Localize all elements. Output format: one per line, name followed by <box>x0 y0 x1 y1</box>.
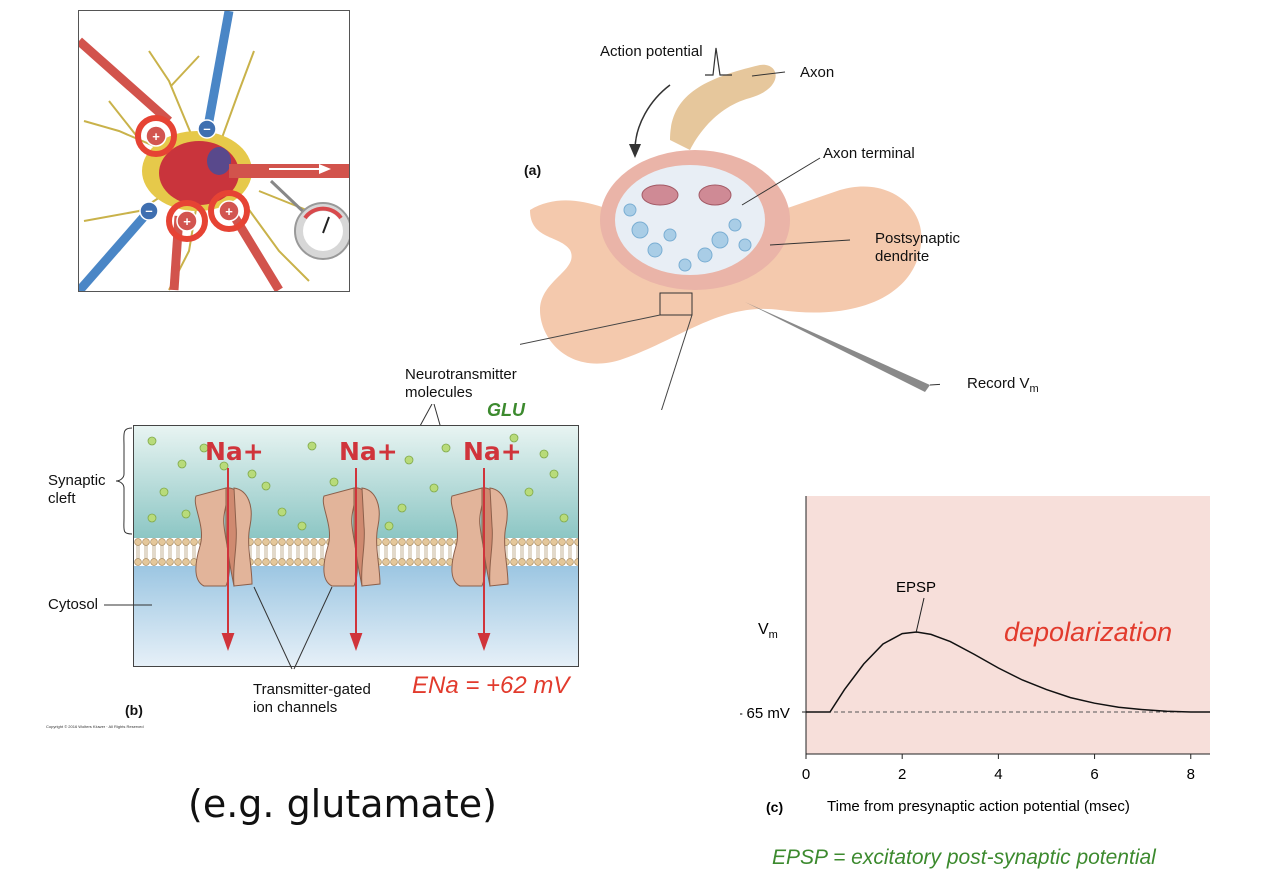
propagation-arrow <box>634 84 671 151</box>
panel-c-label: (c) <box>766 799 783 815</box>
leader-line <box>751 71 786 77</box>
zoom-region-box <box>659 292 693 316</box>
zoom-line <box>520 314 661 345</box>
ion-flux-arrows <box>221 468 491 651</box>
soma-inhibitory-region <box>207 147 231 175</box>
ion-channel <box>450 487 509 587</box>
neuron-schematic: + + + – – <box>79 11 349 291</box>
presynaptic-axon-inhibitory <box>79 208 153 291</box>
membrane-diagram <box>134 426 578 666</box>
presynaptic-axon-excitatory <box>169 215 184 291</box>
synapse-illustration <box>520 47 940 410</box>
leader-line <box>741 157 821 206</box>
sodium-ion-label: Na+ <box>339 437 398 466</box>
excitatory-synapse-marker <box>166 200 208 242</box>
plus-sign: + <box>225 204 233 219</box>
record-vm-label: Record Vm <box>967 375 1039 395</box>
resting-potential-label: – 65 mV <box>740 705 790 722</box>
x-tick-group: 0 2 4 6 8 <box>802 754 1195 783</box>
excitatory-synapse-marker <box>208 190 250 232</box>
action-potential-trace <box>705 47 732 76</box>
zoom-line <box>661 314 693 410</box>
excitatory-synapse-marker <box>135 115 177 157</box>
cytosol-leader <box>104 604 152 606</box>
panel-b-label: (b) <box>125 702 143 718</box>
epsp-chart-background <box>806 496 1210 754</box>
synaptic-cleft-label: Synaptic cleft <box>48 472 106 507</box>
leader-line <box>929 383 940 386</box>
mitochondria <box>641 184 732 206</box>
neuron-schematic-panel: + + + – – <box>78 10 350 292</box>
x-tick-label: 6 <box>1090 766 1098 783</box>
epsp-definition-footnote: EPSP = excitatory post-synaptic potentia… <box>772 846 1156 869</box>
x-tick-label: 0 <box>802 766 810 783</box>
action-potential-label: Action potential <box>600 43 703 60</box>
plus-sign: + <box>183 214 191 229</box>
minus-sign: – <box>145 203 152 218</box>
x-axis-label: Time from presynaptic action potential (… <box>827 798 1130 815</box>
x-tick-label: 2 <box>898 766 906 783</box>
y-axis-label: Vm <box>758 621 778 641</box>
synaptic-cleft-bracket <box>115 427 133 535</box>
presynaptic-axon-inhibitory <box>204 11 234 122</box>
inhibitory-synapse-marker <box>197 119 217 139</box>
epsp-leader-line <box>915 597 925 634</box>
meter-scale <box>303 206 343 220</box>
depolarization-label: depolarization <box>1004 617 1172 647</box>
sodium-ion-label: Na+ <box>205 437 264 466</box>
ion-channel <box>194 487 253 587</box>
x-tick-label: 4 <box>994 766 1002 783</box>
example-label: (e.g. glutamate) <box>188 782 497 826</box>
channel-leader-lines <box>253 586 333 670</box>
synaptic-vesicles <box>623 203 752 272</box>
meter-needle-icon <box>322 216 330 234</box>
arrow-head-icon <box>319 164 331 174</box>
membrane-panel <box>133 425 579 667</box>
transmitter-gated-channels-label: Transmitter-gated ion channels <box>253 681 371 716</box>
epsp-series-line <box>806 631 1210 713</box>
inhibitory-synapse-marker <box>139 201 159 221</box>
axon <box>670 64 776 150</box>
sodium-ion-label: Na+ <box>463 437 522 466</box>
minus-sign: – <box>203 121 210 136</box>
axon-label: Axon <box>800 64 835 81</box>
recording-electrode <box>745 302 930 392</box>
arrow-head-icon <box>629 144 641 158</box>
glu-label: GLU <box>487 400 525 420</box>
neurotransmitter-label: Neurotransmitter molecules <box>405 366 517 401</box>
epsp-chart: 0 2 4 6 8 EPSP Vm – 65 mV depolarization (c)… <box>740 496 1210 815</box>
epsp-label: EPSP <box>896 579 936 596</box>
panel-a-label: (a) <box>524 162 542 178</box>
presynaptic-axon-excitatory <box>79 37 172 125</box>
ena-label: ENa = +62 mV <box>412 672 570 699</box>
ion-channel <box>322 487 381 587</box>
axon-terminal-label: Axon terminal <box>823 145 915 162</box>
leader-line <box>769 239 851 246</box>
plus-sign: + <box>152 129 160 144</box>
copyright-notice: Copyright © 2016 Wolters Kluwer · All Ri… <box>46 724 144 729</box>
x-tick-label: 8 <box>1187 766 1195 783</box>
cytosol-label: Cytosol <box>48 596 99 613</box>
postsynaptic-dendrite-label: Postsynaptic dendrite <box>875 230 961 265</box>
glutamate-molecules <box>147 433 569 531</box>
terminal-interior <box>615 165 765 275</box>
presynaptic-axon-excitatory <box>230 213 283 291</box>
